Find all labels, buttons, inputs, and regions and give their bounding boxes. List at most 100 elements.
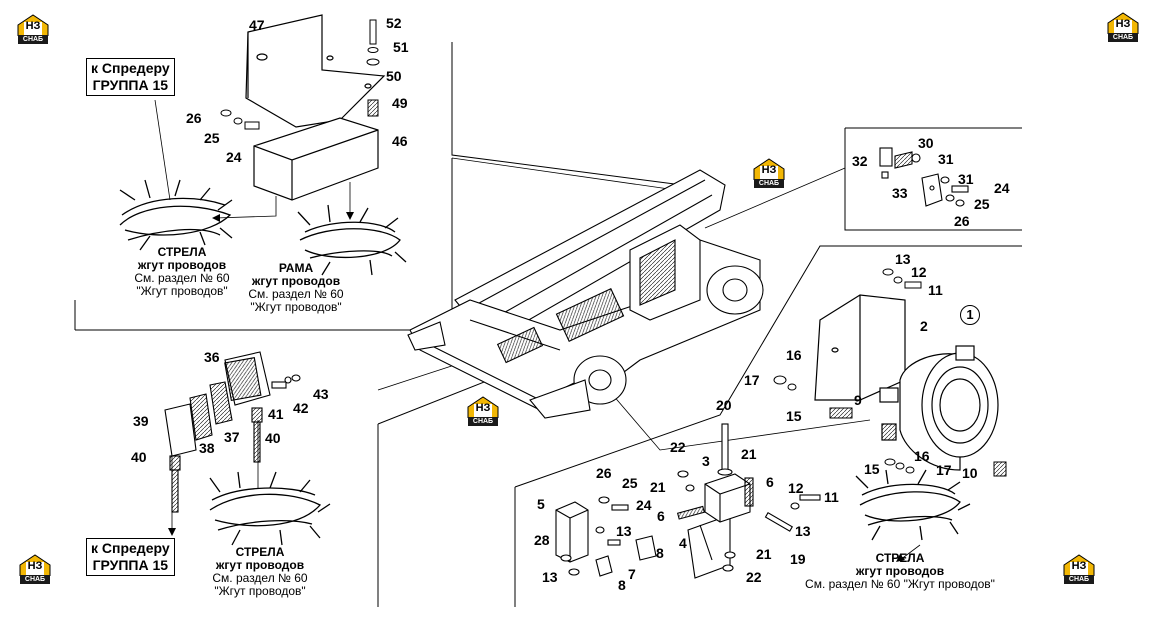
logo-subtitle: СНАБ (468, 417, 498, 426)
caption-line: См. раздел № 60 (248, 287, 344, 301)
logo-subtitle: СНАБ (1108, 33, 1138, 42)
callout-22: 22 (746, 569, 762, 585)
logo-letters: НЗ (1115, 18, 1131, 30)
caption-line: РАМА (278, 261, 314, 275)
callout-21: 21 (741, 446, 757, 462)
fasteners-top (220, 19, 380, 130)
callout-25: 25 (974, 196, 990, 212)
callout-26: 26 (186, 110, 202, 126)
caption-line: "Жгут проводов" (250, 300, 342, 314)
caption-line: См. раздел № 60 "Жгут проводов" (805, 577, 995, 591)
callout-15: 15 (786, 408, 802, 424)
callout-2: 2 (920, 318, 928, 334)
harness-strela-top (119, 179, 233, 251)
panel-border-top-left (451, 42, 691, 187)
logo-nz-snab: НЗ СНАБ (16, 14, 50, 44)
callout-5: 5 (537, 496, 545, 512)
caption-line: "Жгут проводов" (136, 284, 228, 298)
callout-21: 21 (650, 479, 666, 495)
box-line-1: к Спредеру (91, 60, 170, 76)
callout-26: 26 (954, 213, 970, 229)
callout-24: 24 (636, 497, 652, 513)
callout-20: 20 (716, 397, 732, 413)
spreader-group-box-top: к Спредеру ГРУППА 15 (86, 58, 175, 96)
callout-25: 25 (204, 130, 220, 146)
caption-line: См. раздел № 60 (212, 571, 308, 585)
callout-9: 9 (854, 392, 862, 408)
logo-house-icon (19, 554, 51, 576)
callout-8: 8 (656, 545, 664, 561)
leader-top-right (704, 167, 846, 229)
callout-13: 13 (616, 523, 632, 539)
panel-border-right (514, 245, 1022, 488)
callout-51: 51 (393, 39, 409, 55)
box-46 (253, 117, 379, 201)
logo-letters: НЗ (27, 560, 43, 572)
callout-25: 25 (622, 475, 638, 491)
spreader-group-box-bottom: к Спредеру ГРУППА 15 (86, 538, 175, 576)
callout-6: 6 (657, 508, 665, 524)
arrows (168, 212, 905, 562)
callout-12: 12 (788, 480, 804, 496)
callout-50: 50 (386, 68, 402, 84)
callout-31: 31 (958, 171, 974, 187)
callout-52: 52 (386, 15, 402, 31)
connectors (164, 351, 301, 513)
logo-subtitle: СНАБ (754, 179, 784, 188)
caption-line: "Жгут проводов" (214, 584, 306, 598)
caption-line: жгут проводов (137, 258, 227, 272)
box-line-2: ГРУППА 15 (92, 557, 169, 573)
callout-41: 41 (268, 406, 284, 422)
callout-31: 31 (938, 151, 954, 167)
callout-16: 16 (914, 448, 930, 464)
sensor-assembly (879, 147, 969, 207)
harness-strela-bottom (209, 471, 331, 546)
caption-strela-right: СТРЕЛА жгут проводов См. раздел № 60 "Жг… (782, 552, 1018, 591)
logo-nz-snab: НЗ СНАБ (18, 554, 52, 584)
logo-letters: НЗ (25, 20, 41, 32)
callout-24: 24 (226, 149, 242, 165)
leader-right (599, 379, 871, 451)
logo-nz-snab: НЗ СНАБ (1106, 12, 1140, 42)
callout-49: 49 (392, 95, 408, 111)
logo-nz-snab: НЗ СНАБ (466, 396, 500, 426)
caption-line: СТРЕЛА (235, 545, 285, 559)
callout-3: 3 (702, 453, 710, 469)
box-line-2: ГРУППА 15 (92, 77, 169, 93)
callout-47: 47 (249, 17, 265, 33)
logo-letters: НЗ (761, 164, 777, 176)
callout-19: 19 (790, 551, 806, 567)
callout-36: 36 (204, 349, 220, 365)
callout-13: 13 (895, 251, 911, 267)
callout-40: 40 (131, 449, 147, 465)
callout-33: 33 (892, 185, 908, 201)
callout-7: 7 (628, 566, 636, 582)
callout-21: 21 (756, 546, 772, 562)
small-parts (555, 423, 821, 579)
logo-subtitle: СНАБ (18, 35, 48, 44)
logo-house-icon (467, 396, 499, 418)
callout-10: 10 (962, 465, 978, 481)
callout-13: 13 (795, 523, 811, 539)
harness-strela-right (855, 469, 971, 541)
panel-border-top-right (844, 127, 1022, 231)
bracket-2 (814, 294, 906, 401)
caption-line: жгут проводов (855, 564, 945, 578)
motor-1 (879, 345, 999, 471)
callout-39: 39 (133, 413, 149, 429)
callout-37: 37 (224, 429, 240, 445)
logo-nz-snab: НЗ СНАБ (752, 158, 786, 188)
callout-17: 17 (744, 372, 760, 388)
leader-top-left (451, 157, 691, 193)
callout-24: 24 (994, 180, 1010, 196)
callout-16: 16 (786, 347, 802, 363)
caption-rama: РАМА жгут проводов См. раздел № 60 "Жгут… (226, 262, 366, 314)
logo-house-icon (753, 158, 785, 180)
right-fasteners (773, 268, 1007, 477)
callout-1: 1 (966, 307, 974, 322)
logo-subtitle: СНАБ (20, 575, 50, 584)
bracket-47 (245, 14, 386, 128)
logo-house-icon (1107, 12, 1139, 34)
